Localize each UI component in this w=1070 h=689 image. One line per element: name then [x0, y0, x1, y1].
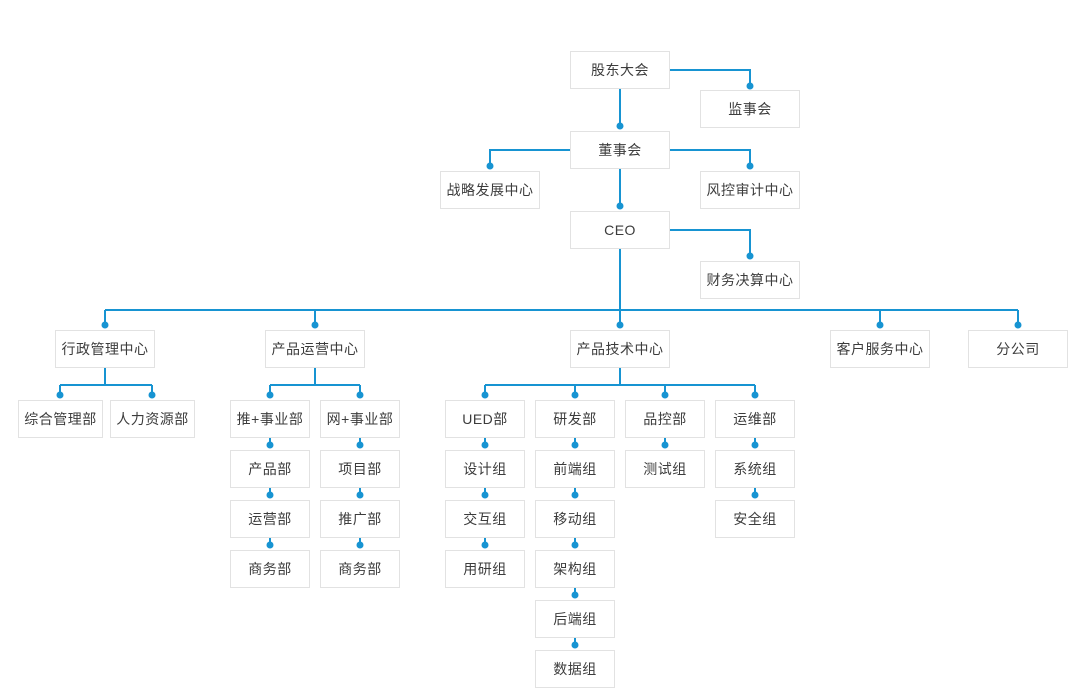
org-node-project-dept: 项目部 [320, 450, 400, 488]
org-node-mobile-group: 移动组 [535, 500, 615, 538]
org-node-frontend-group: 前端组 [535, 450, 615, 488]
connector-dot-to-frontend-group [571, 441, 579, 449]
connector-dot-to-testing-group [661, 441, 669, 449]
org-node-admin-center: 行政管理中心 [55, 330, 155, 368]
org-node-supervisory-board: 监事会 [700, 90, 800, 128]
org-node-ceo: CEO [570, 211, 670, 249]
org-node-tui-business-dept: 推+事业部 [230, 400, 310, 438]
connector-dot-to-tui-business-dept [266, 391, 274, 399]
org-node-operations-dept: 运营部 [230, 500, 310, 538]
connector-dot-to-hr-dept [148, 391, 156, 399]
connector-dot-to-finance-center [746, 252, 754, 260]
org-node-wang-business-dept: 网+事业部 [320, 400, 400, 438]
connector-dot-to-ops-maintenance-dept [751, 391, 759, 399]
org-node-business-dept-left: 商务部 [230, 550, 310, 588]
org-node-product-ops-center: 产品运营中心 [265, 330, 365, 368]
org-node-general-admin-dept: 综合管理部 [18, 400, 103, 438]
connector-dot-to-rd-dept [571, 391, 579, 399]
connector-dot-to-design-group [481, 441, 489, 449]
connector-dot-to-qc-dept [661, 391, 669, 399]
connector-line-to-risk-audit-center [670, 149, 751, 166]
connector-dot-to-operations-dept [266, 491, 274, 499]
connector-dot-to-risk-audit-center [746, 162, 754, 170]
connector-dot-to-mobile-group [571, 491, 579, 499]
org-node-hr-dept: 人力资源部 [110, 400, 195, 438]
connector-dot-to-ued-dept [481, 391, 489, 399]
org-node-rd-dept: 研发部 [535, 400, 615, 438]
connector-dot-to-business-dept-left [266, 541, 274, 549]
connector-dot-to-strategy-center [486, 162, 494, 170]
org-node-board-of-directors: 董事会 [570, 131, 670, 169]
org-node-backend-group: 后端组 [535, 600, 615, 638]
connector-dot-to-business-dept-right [356, 541, 364, 549]
connector-dot-to-interaction-group [481, 491, 489, 499]
org-node-security-group: 安全组 [715, 500, 795, 538]
connector-dot-to-branch-company [1014, 321, 1022, 329]
org-node-user-research-group: 用研组 [445, 550, 525, 588]
connector-dot-to-admin-center [101, 321, 109, 329]
connector-dot-to-general-admin-dept [56, 391, 64, 399]
org-node-interaction-group: 交互组 [445, 500, 525, 538]
org-node-qc-dept: 品控部 [625, 400, 705, 438]
connector-dot-to-architecture-group [571, 541, 579, 549]
org-node-product-tech-center: 产品技术中心 [570, 330, 670, 368]
org-node-testing-group: 测试组 [625, 450, 705, 488]
org-node-design-group: 设计组 [445, 450, 525, 488]
connector-dot-to-project-dept [356, 441, 364, 449]
org-node-business-dept-right: 商务部 [320, 550, 400, 588]
org-node-shareholders-meeting: 股东大会 [570, 51, 670, 89]
connector-dot-to-product-dept [266, 441, 274, 449]
connector-dot-to-customer-service [876, 321, 884, 329]
org-node-data-group: 数据组 [535, 650, 615, 688]
org-node-system-group: 系统组 [715, 450, 795, 488]
org-node-architecture-group: 架构组 [535, 550, 615, 588]
connector-dot-to-supervisory-board [746, 82, 754, 90]
connector-dot-to-product-ops-center [311, 321, 319, 329]
org-node-product-dept: 产品部 [230, 450, 310, 488]
connector-dot-to-system-group [751, 441, 759, 449]
connector-dot-to-ceo [616, 202, 624, 210]
connector-line-to-finance-center [670, 229, 751, 256]
connector-dot-to-board-of-directors [616, 122, 624, 130]
connector-line-to-supervisory-board [670, 69, 751, 86]
connector-dot-to-user-research-group [481, 541, 489, 549]
org-node-branch-company: 分公司 [968, 330, 1068, 368]
org-node-promotion-dept: 推广部 [320, 500, 400, 538]
org-node-ued-dept: UED部 [445, 400, 525, 438]
org-node-risk-audit-center: 风控审计中心 [700, 171, 800, 209]
org-node-finance-center: 财务决算中心 [700, 261, 800, 299]
org-node-strategy-center: 战略发展中心 [440, 171, 540, 209]
org-node-customer-service-center: 客户服务中心 [830, 330, 930, 368]
connector-line-to-strategy-center [489, 149, 570, 166]
connector-dot-to-wang-business-dept [356, 391, 364, 399]
connector-dot-to-security-group [751, 491, 759, 499]
connector-dot-to-product-tech-center [616, 321, 624, 329]
connector-dot-to-data-group [571, 641, 579, 649]
connector-dot-to-backend-group [571, 591, 579, 599]
connector-dot-to-promotion-dept [356, 491, 364, 499]
org-node-ops-maintenance-dept: 运维部 [715, 400, 795, 438]
